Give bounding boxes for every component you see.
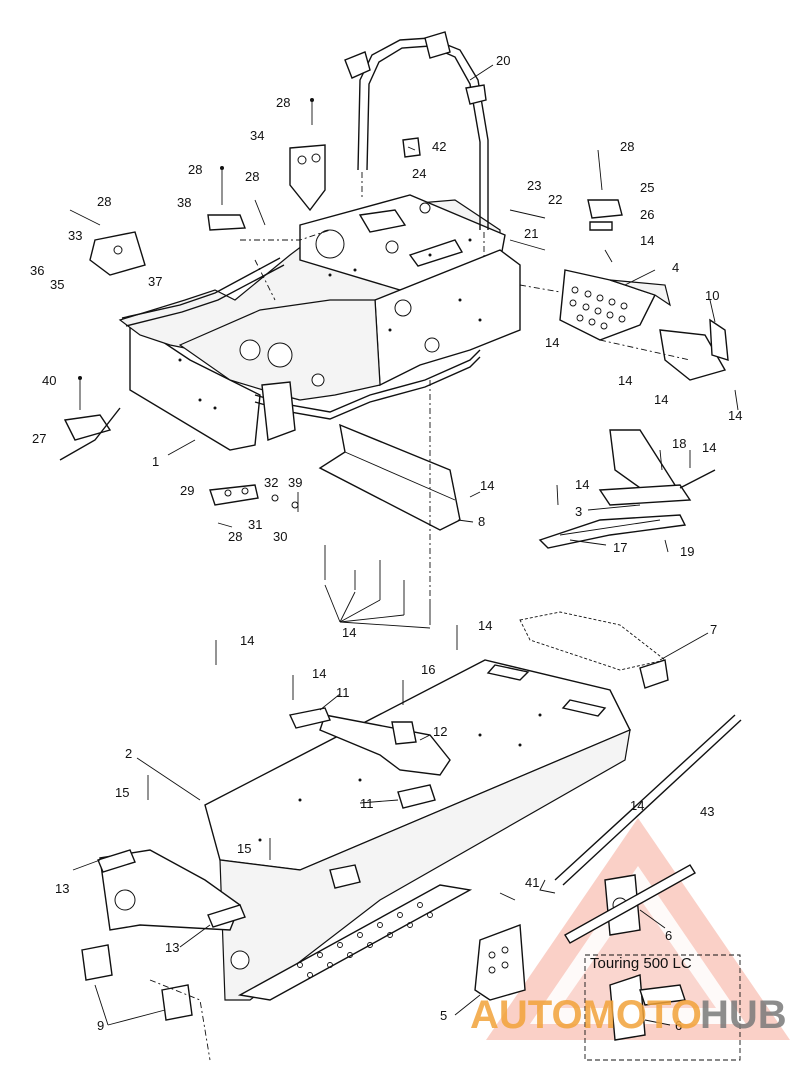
callout-18: 18	[672, 436, 686, 451]
callout-14f: 14	[702, 440, 716, 455]
watermark-text-part1: AUTOMOTO	[470, 993, 702, 1037]
callout-5: 5	[440, 1008, 447, 1023]
callout-14e: 14	[728, 408, 742, 423]
callout-9: 9	[97, 1018, 104, 1033]
callout-34: 34	[250, 128, 264, 143]
callout-28b: 28	[188, 162, 202, 177]
callout-labels: 1 2 3 4 5 6 6 7 8 9 10 11 11 12 13 13 14…	[30, 53, 742, 1033]
callout-32: 32	[264, 475, 278, 490]
steering-support-tube	[344, 31, 489, 260]
callout-28c: 28	[245, 169, 259, 184]
watermark-text: AUTOMOTO HUB	[470, 993, 787, 1037]
left-brackets	[59, 144, 331, 506]
callout-14j: 14	[240, 633, 254, 648]
callout-23: 23	[527, 178, 541, 193]
callout-43: 43	[700, 804, 714, 819]
callout-38: 38	[177, 195, 191, 210]
callout-27: 27	[32, 431, 46, 446]
footrest-bracket	[519, 199, 729, 381]
callout-13a: 13	[55, 881, 69, 896]
upper-frame	[118, 194, 521, 451]
callout-30: 30	[273, 529, 287, 544]
callout-11a: 11	[336, 685, 350, 700]
callout-19: 19	[680, 544, 694, 559]
main-tunnel	[81, 659, 631, 1061]
callout-28a: 28	[276, 95, 290, 110]
callout-31: 31	[248, 517, 262, 532]
shaft	[539, 714, 742, 894]
callout-35: 35	[50, 277, 64, 292]
leader-lines	[72, 64, 716, 1026]
callout-28f: 28	[228, 529, 242, 544]
callout-14a: 14	[640, 233, 654, 248]
callout-29: 29	[180, 483, 194, 498]
callout-17: 17	[613, 540, 627, 555]
callout-15b: 15	[237, 841, 251, 856]
belly-pan	[318, 380, 461, 600]
callout-21: 21	[524, 226, 538, 241]
callout-7: 7	[710, 622, 717, 637]
callout-14c: 14	[618, 373, 632, 388]
callout-14d: 14	[654, 392, 668, 407]
callout-16: 16	[421, 662, 435, 677]
callout-13b: 13	[165, 940, 179, 955]
callout-25: 25	[640, 180, 654, 195]
callout-33: 33	[68, 228, 82, 243]
callout-20: 20	[496, 53, 510, 68]
callout-14k: 14	[478, 618, 492, 633]
protector-plate	[519, 611, 669, 689]
watermark-text-part2: HUB	[700, 993, 787, 1037]
callout-36: 36	[30, 263, 44, 278]
callout-12: 12	[433, 724, 447, 739]
callout-14i: 14	[342, 625, 356, 640]
callout-26: 26	[640, 207, 654, 222]
callout-14h: 14	[480, 478, 494, 493]
callout-14g: 14	[575, 477, 589, 492]
callout-6a: 6	[665, 928, 672, 943]
callout-4: 4	[672, 260, 679, 275]
callout-28d: 28	[97, 194, 111, 209]
callout-22: 22	[548, 192, 562, 207]
callout-14m: 14	[630, 798, 644, 813]
footrest-rail	[538, 429, 716, 549]
callout-6b: 6	[675, 1018, 682, 1033]
callout-39: 39	[288, 475, 302, 490]
callout-24: 24	[412, 166, 426, 181]
callout-14l: 14	[312, 666, 326, 681]
callout-40: 40	[42, 373, 56, 388]
callout-41: 41	[525, 875, 539, 890]
callout-3: 3	[575, 504, 582, 519]
callout-10: 10	[705, 288, 719, 303]
cross-brace	[288, 707, 451, 809]
variant-label: Touring 500 LC	[590, 955, 692, 972]
callout-14b: 14	[545, 335, 559, 350]
callout-28e: 28	[620, 139, 634, 154]
callout-37: 37	[148, 274, 162, 289]
callout-8: 8	[478, 514, 485, 529]
rear-brackets	[474, 864, 741, 1061]
callout-1: 1	[152, 454, 159, 469]
fasteners	[69, 98, 739, 901]
callout-2: 2	[125, 746, 132, 761]
callout-15a: 15	[115, 785, 129, 800]
callout-42: 42	[432, 139, 446, 154]
callout-11b: 11	[360, 796, 374, 811]
